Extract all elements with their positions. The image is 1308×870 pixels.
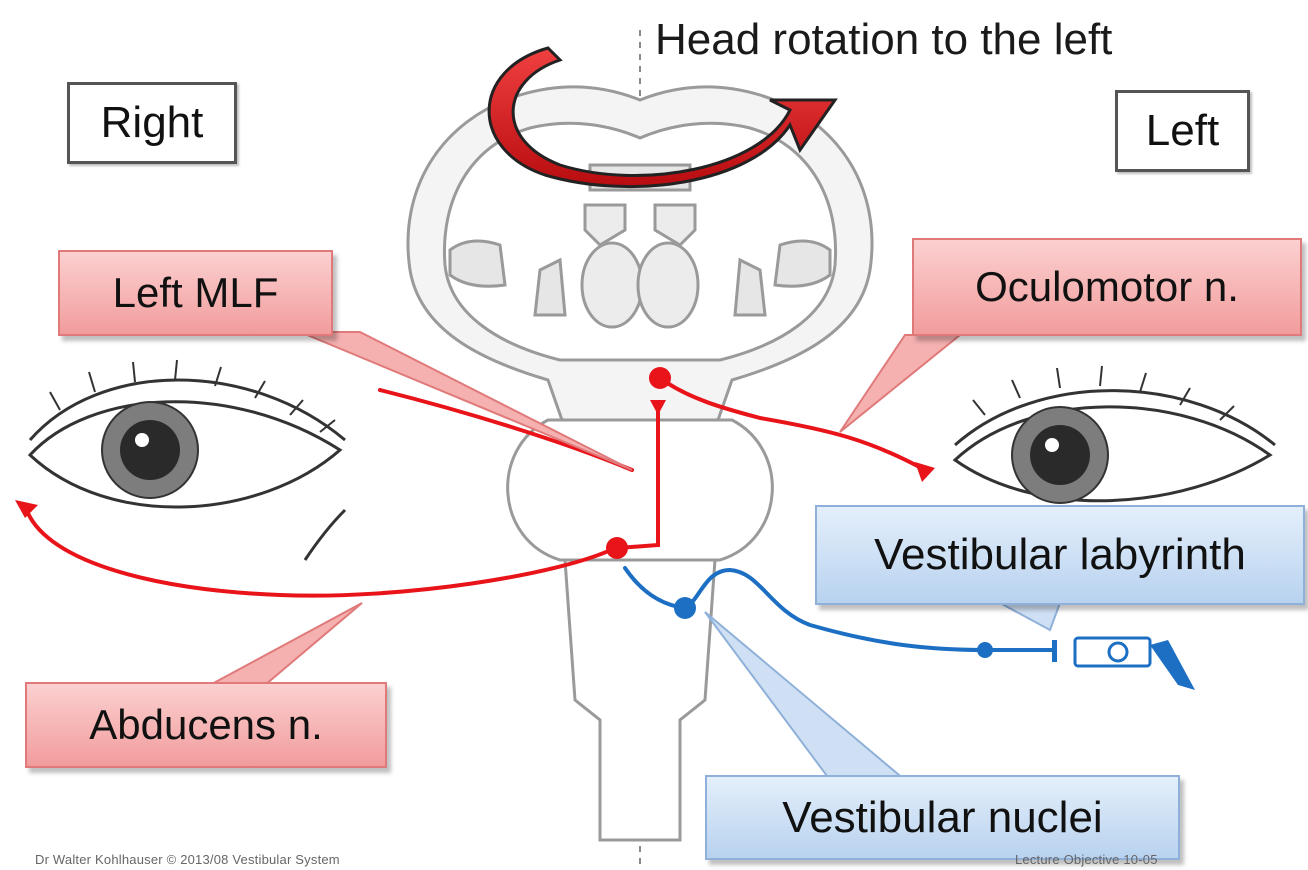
left-eye [955, 366, 1275, 503]
footer-objective: Lecture Objective 10-05 [1015, 850, 1275, 868]
left-side-label: Left [1115, 90, 1250, 172]
abducens-callout: Abducens n. [25, 682, 387, 768]
labyrinth-icon [1075, 638, 1195, 690]
vestibular-labyrinth-callout: Vestibular labyrinth [815, 505, 1305, 605]
footer-credit: Dr Walter Kohlhauser © 2013/08 Vestibula… [35, 850, 535, 868]
diagram-title: Head rotation to the left [655, 12, 1255, 68]
left-mlf-callout: Left MLF [58, 250, 333, 336]
vestibular-nuclei-callout: Vestibular nuclei [705, 775, 1180, 860]
oculomotor-callout: Oculomotor n. [912, 238, 1302, 336]
blue-markers [674, 597, 1057, 662]
right-eye [30, 360, 345, 560]
right-side-label: Right [67, 82, 237, 164]
